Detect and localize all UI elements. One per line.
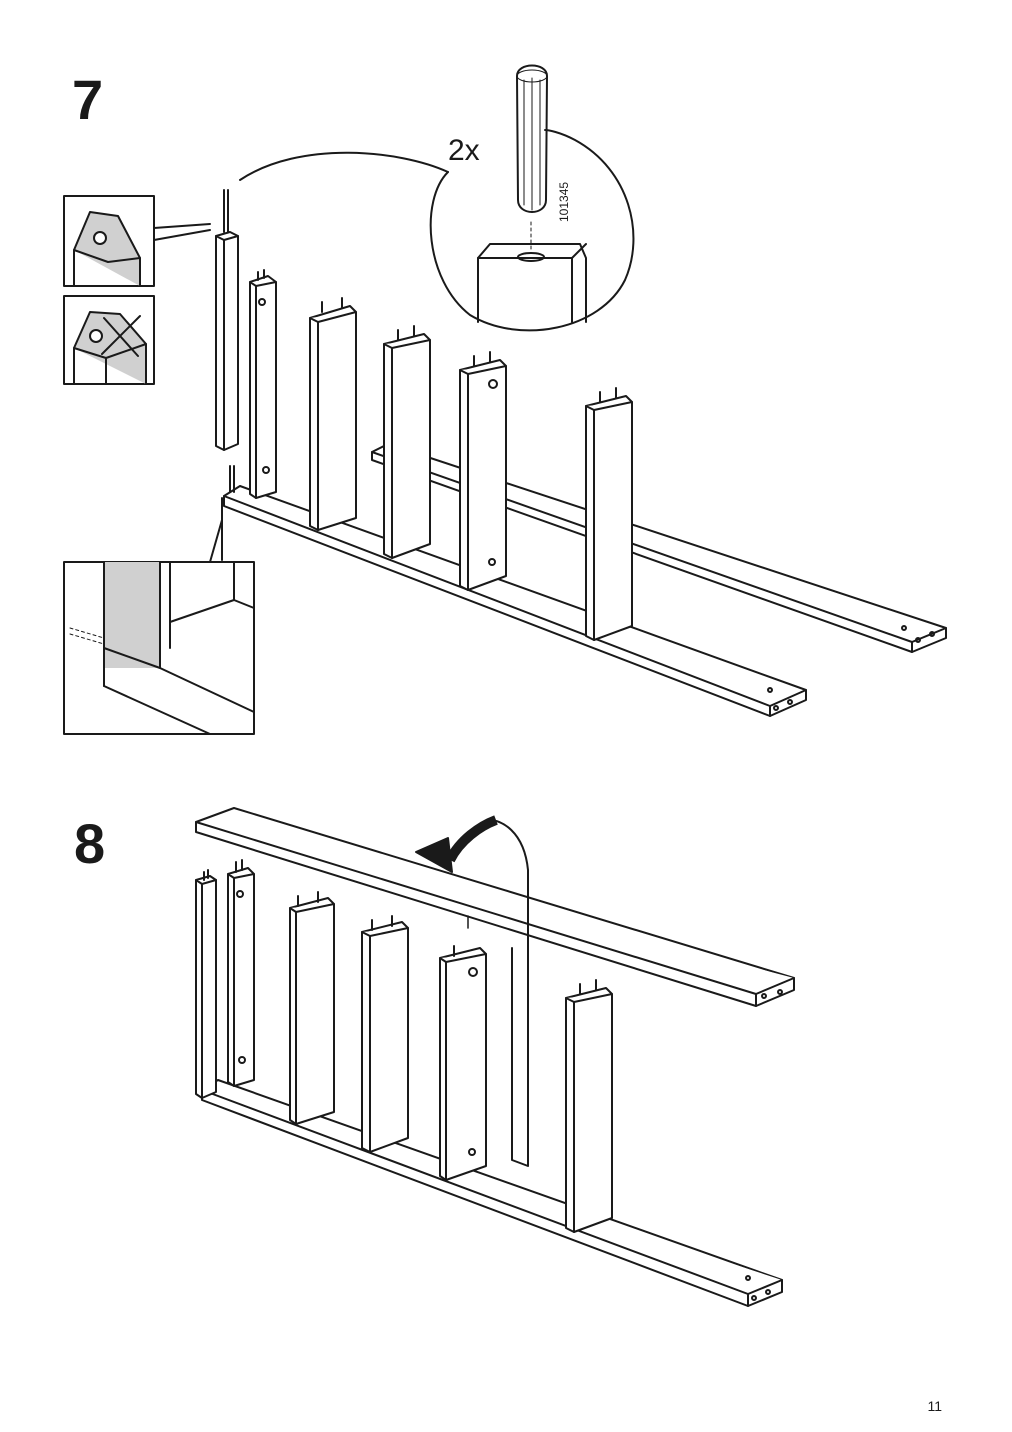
vertical-boards-step8 [195, 859, 613, 1233]
step-8-illustration [195, 807, 795, 1307]
frame-base-rail [201, 1079, 783, 1307]
step-7-number: 7 [72, 68, 104, 131]
part-number-label: 101345 [557, 182, 571, 222]
dowel-icon [516, 64, 548, 213]
step-8-number: 8 [74, 812, 106, 875]
flip-arrow-icon [415, 815, 529, 1167]
frame-base-rails [223, 443, 947, 717]
orientation-correct-detail [63, 195, 211, 287]
vertical-boards [215, 189, 633, 641]
page-number: 11 [927, 1398, 942, 1414]
top-rail [195, 807, 795, 1007]
joint-detail-box [63, 497, 255, 735]
orientation-wrong-detail [63, 295, 155, 385]
quantity-label: 2x [448, 134, 480, 167]
dowel-detail-callout [239, 64, 635, 332]
step-7-illustration [63, 64, 947, 735]
